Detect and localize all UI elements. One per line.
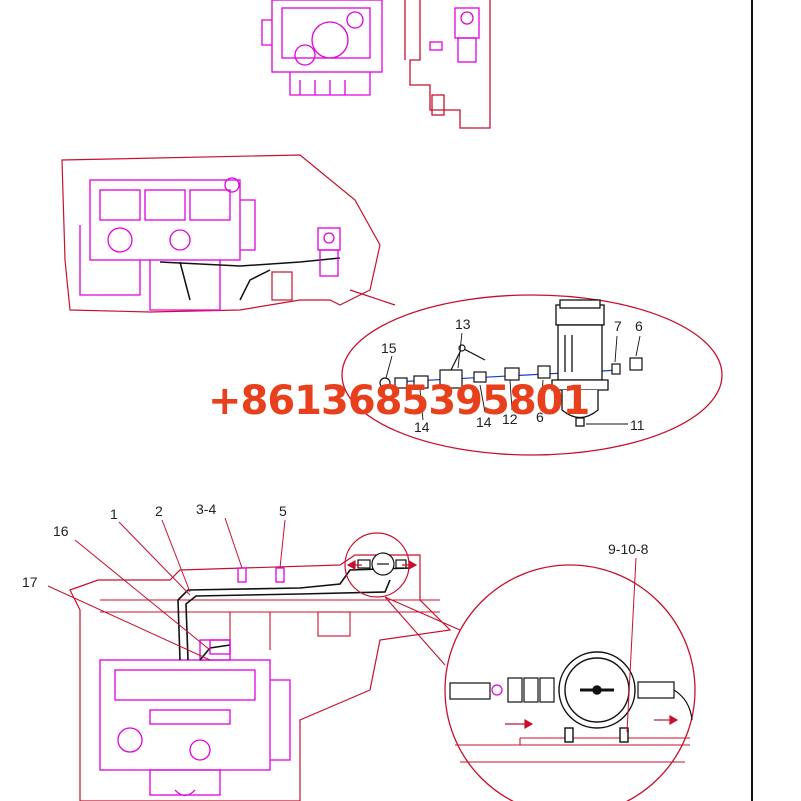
watermark-phone: +8613685395801 (208, 378, 590, 424)
engine-icon (79, 177, 256, 311)
flow-arrow-icon (346, 559, 418, 571)
bottom-frame (69, 554, 452, 801)
fuel-filter-icon (317, 227, 341, 277)
fuel-lines (177, 567, 411, 661)
detail-frame (455, 737, 690, 763)
water-separator-icon (558, 651, 636, 743)
top-engine-view (261, 0, 491, 129)
detail-leader (384, 596, 461, 666)
fuel-line (159, 257, 341, 267)
callout-6-top: 6 (635, 318, 643, 334)
callout-11: 11 (630, 417, 645, 433)
callout-5: 5 (279, 503, 287, 519)
callout-17: 17 (22, 574, 38, 590)
detail-leader (349, 289, 396, 306)
leader-lines (47, 517, 637, 733)
callout-9-10-8: 9-10-8 (608, 541, 649, 557)
bottom-view: 1 2 3-4 5 16 17 9-10-8 (22, 501, 696, 801)
fitting-15 (379, 375, 429, 389)
detail-circle (444, 564, 696, 801)
hose-fittings (209, 567, 285, 655)
frame-rails (100, 599, 440, 650)
callout-16: 16 (53, 523, 69, 539)
leader-lines (385, 332, 641, 425)
top-frame (404, 0, 491, 129)
fuel-line (179, 261, 191, 301)
water-separator-icon (551, 299, 609, 427)
callout-12: 12 (502, 411, 518, 427)
water-separator-icon (357, 552, 407, 576)
callout-3-4: 3-4 (196, 501, 216, 517)
callout-13: 13 (455, 316, 471, 332)
callout-1: 1 (110, 506, 118, 522)
middle-frame (61, 154, 381, 313)
middle-view: 13 7 6 15 14 14 12 6 11 (61, 154, 723, 456)
fitting-12 (473, 365, 551, 383)
detail-ellipse (341, 294, 723, 456)
callout-6-bottom: 6 (536, 409, 544, 425)
fittings-right (637, 681, 693, 721)
flow-arrow-icon (505, 714, 679, 730)
callout-15: 15 (381, 340, 397, 356)
engine-icon (99, 639, 291, 797)
fitting-6-7 (611, 357, 643, 375)
callout-14-left: 14 (414, 419, 430, 435)
bracket (271, 271, 293, 301)
valve-icon (439, 344, 486, 389)
callout-7: 7 (614, 318, 622, 334)
fittings-left (449, 677, 555, 703)
callout-2: 2 (155, 503, 163, 519)
callout-14-right: 14 (476, 414, 492, 430)
fuel-filter-icon (429, 7, 480, 63)
engine-icon (261, 0, 383, 96)
fuel-line (239, 269, 271, 301)
